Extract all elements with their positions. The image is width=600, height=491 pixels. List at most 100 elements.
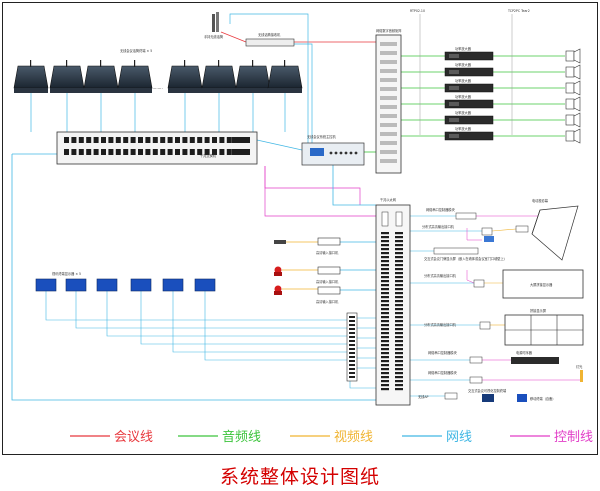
control-module-label: 网络串口控制器模块 [426,207,455,212]
central-matrix-port [381,348,389,351]
projection-screen-label: 电动投影幕 [532,198,549,203]
display-monitors-label: 视讯终端显示器 × 5 [52,271,81,276]
ptz-camera-base [274,291,282,295]
central-matrix-port [381,248,389,251]
switch-port [175,149,180,155]
diagram-caption: 系统整体设计图纸 [219,466,380,488]
switch-port [232,149,250,155]
central-matrix-port [395,260,403,263]
audio-matrix-slot [380,141,397,145]
network-panel-port [349,368,355,370]
power-control-module [469,356,483,364]
central-matrix-port [395,320,403,323]
central-matrix-port [381,304,389,307]
central-matrix-port [395,364,403,367]
panel-matrix-wire [349,381,376,389]
power-amplifier [444,51,494,61]
speaker-icon [565,66,575,78]
central-matrix-port [381,280,389,283]
switch-port [212,137,217,143]
video-wall-input [479,321,491,330]
central-matrix-module [395,211,403,227]
mic-stem-icon [184,60,186,67]
ptz-camera-icon [274,266,282,274]
audio-matrix-slot [380,87,397,91]
switch-port [189,137,195,143]
central-matrix-port [381,256,389,259]
switch-port [138,149,143,155]
central-matrix-port [395,328,403,331]
central-matrix-port [381,276,389,279]
switch-port [130,137,136,143]
speaker-cone-icon [573,96,581,112]
node-projector-wire [491,228,517,232]
central-matrix-port [395,292,403,295]
central-matrix-port [395,360,403,363]
conference-host-screen [310,148,324,156]
switch-port [138,137,143,143]
distributed-node-label: 分布式高清输出接口机 [422,224,455,229]
central-matrix-port [395,236,403,239]
switch-port [93,149,99,155]
central-matrix-port [395,296,403,299]
central-matrix-port [395,340,403,343]
switch-port [160,149,166,155]
central-matrix-port [395,384,403,387]
switch-port [93,137,99,143]
switch-port [182,137,188,143]
projection-screen-edge [531,209,541,235]
central-matrix-port [395,312,403,315]
central-matrix-port [395,324,403,327]
central-matrix-port [381,300,389,303]
central-matrix-port [395,268,403,271]
mic-link [220,31,247,43]
central-matrix-port [381,260,389,263]
central-matrix-port [395,368,403,371]
switch-port [219,137,225,143]
monitor-icon [96,278,118,292]
power-amplifier [444,67,494,77]
power-amplifier [444,99,494,109]
conference-unit-base [84,88,118,93]
conference-unit-icon [49,65,85,89]
central-matrix-port [381,376,389,379]
power-amplifier-label: 功率放大器 [455,78,472,83]
central-matrix-port [381,296,389,299]
net-loop [11,154,376,401]
central-matrix-port [381,320,389,323]
control-link [264,166,376,217]
mic-stem-icon [134,60,136,67]
lights-label: 灯光 [576,364,583,369]
conference-host-knob [334,151,338,155]
switch-port [182,149,188,155]
conference-unit-icon [235,65,271,89]
speaker-icon [565,98,575,110]
network-panel-port [349,316,355,318]
central-matrix-port [395,284,403,287]
conference-host-knob [329,151,333,155]
central-matrix-port [381,264,389,267]
network-panel-port [349,320,355,322]
legend-label: 网线 [446,430,472,445]
switch-port [115,149,121,155]
central-matrix-port [381,232,389,235]
audio-matrix-slot [380,159,397,163]
central-matrix-port [381,288,389,291]
network-panel-port [349,360,355,362]
network-switch [56,131,258,165]
central-matrix-port [395,352,403,355]
central-matrix-port [381,368,389,371]
switch-port [204,149,210,155]
central-matrix-port [395,272,403,275]
mic-stem-icon [66,60,68,67]
monitor-net-wire [75,291,347,329]
legend-label: 会议线 [114,430,153,445]
switch-port [175,137,180,143]
network-panel-port [349,332,355,334]
labels-layer: 手持无线话筒无线话筒接收机无线会议话筒终端 × 5··········千兆交换机… [52,9,583,401]
power-sequencer [511,357,559,364]
mobile-terminal-label: 移动终端（自备） [530,396,556,401]
monitor-net-wire [45,291,347,321]
conference-host-knob [344,151,348,155]
legend-label: 控制线 [554,430,593,445]
